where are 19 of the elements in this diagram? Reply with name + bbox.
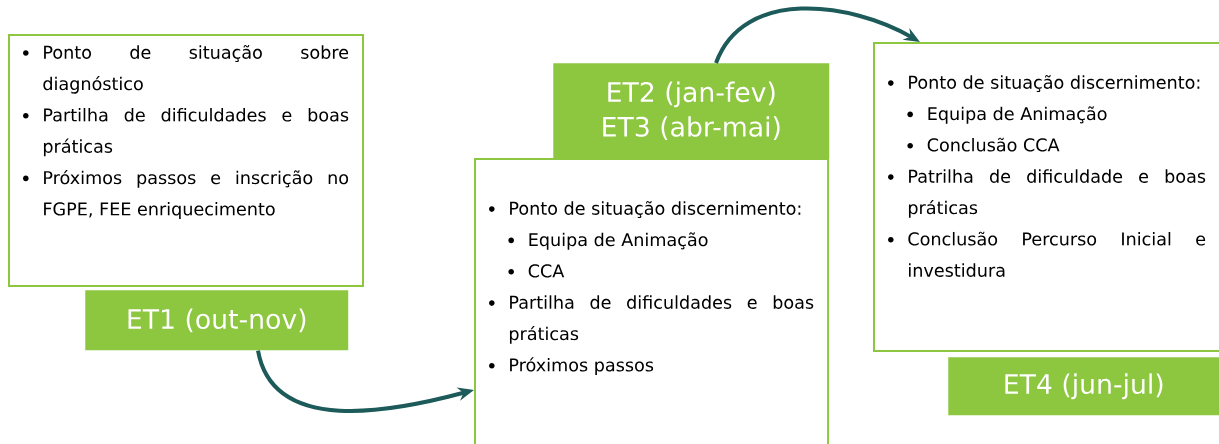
- list-item: Patrilha de dificuldade e boas práticas: [888, 169, 1206, 218]
- list-item: Partilha de dificuldades e boas práticas: [489, 295, 814, 344]
- list-item: Próximos passos: [489, 357, 654, 375]
- text-box: [8, 34, 364, 287]
- text-box: [873, 42, 1219, 352]
- list-item: Próximos passos e inscrição no FGPE, FEE enriquecimento: [23, 169, 349, 219]
- list-item: Ponto de situação discernimento:: [489, 201, 801, 219]
- text-box: [474, 158, 830, 444]
- list-item: Partilha de dificuldades e boas práticas: [23, 107, 349, 157]
- list-item: Ponto de situação sobre diagnóstico: [23, 45, 349, 94]
- list-item: CCA: [508, 264, 565, 278]
- stage-label: ET2 (jan-fev) ET3 (abr-mai): [553, 63, 830, 159]
- stage-label: ET4 (jun-jul): [948, 357, 1219, 416]
- list-item: Equipa de Animação: [508, 232, 708, 250]
- list-item: Conclusão CCA: [907, 137, 1060, 152]
- list-item: Ponto de situação discernimento:: [888, 75, 1200, 93]
- stage-label: ET1 (out-nov): [85, 290, 349, 351]
- list-item: Equipa de Animação: [907, 106, 1107, 124]
- list-item: Conclusão Percurso Inicial e investidura: [888, 231, 1206, 277]
